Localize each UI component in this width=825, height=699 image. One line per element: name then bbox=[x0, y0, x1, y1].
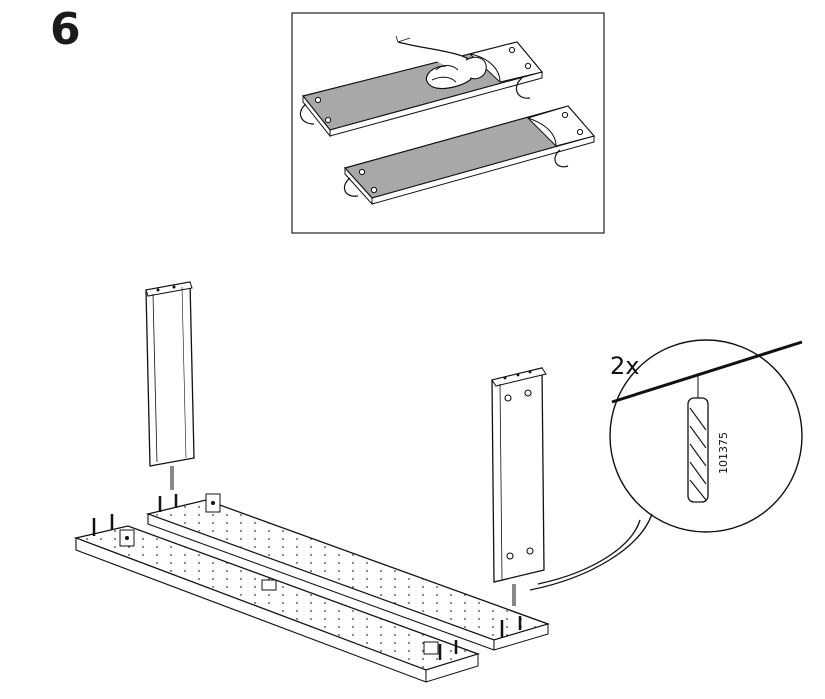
quantity-label: 2x bbox=[610, 352, 639, 380]
step-number: 6 bbox=[50, 4, 81, 55]
dowel-callout: 2x 101375 bbox=[529, 339, 803, 591]
side-panel-left bbox=[145, 281, 195, 490]
base-rail-back bbox=[145, 493, 551, 651]
callout-leader bbox=[529, 513, 653, 591]
shelf-board-lower bbox=[343, 105, 596, 206]
side-panel-right bbox=[491, 367, 547, 606]
base-rail-front bbox=[73, 514, 481, 683]
part-number-label: 101375 bbox=[717, 432, 730, 474]
hand-peeling-icon bbox=[395, 35, 487, 90]
inset-peel-film bbox=[291, 12, 605, 234]
wooden-dowel-icon bbox=[687, 374, 709, 503]
